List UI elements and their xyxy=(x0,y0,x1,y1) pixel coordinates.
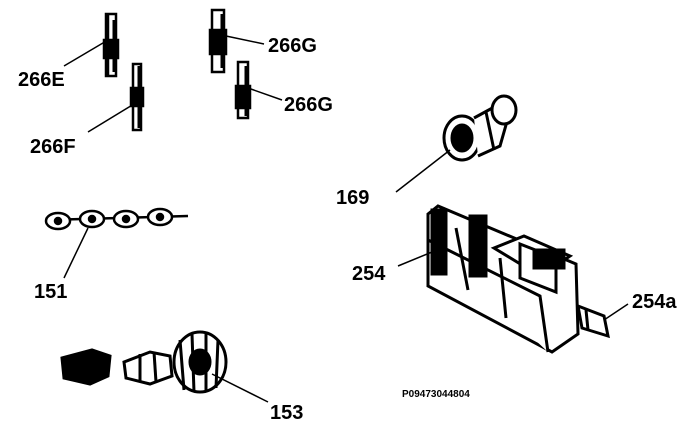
leader-266G-top xyxy=(225,35,265,45)
part-151-chain xyxy=(44,207,189,231)
part-266E xyxy=(102,12,120,78)
callout-151: 151 xyxy=(34,281,68,303)
leader-lines xyxy=(63,35,629,403)
part-266G-mid xyxy=(234,60,252,120)
callout-153: 153 xyxy=(270,402,304,424)
figure-code: P09473044804 xyxy=(402,389,470,400)
callout-254a: 254a xyxy=(632,291,677,313)
leader-266E xyxy=(63,39,109,67)
callout-266G-mid: 266G xyxy=(284,94,333,116)
part-254a-tab xyxy=(576,303,610,339)
part-266G-top xyxy=(208,8,228,74)
leader-254a xyxy=(603,303,629,321)
part-254-block xyxy=(426,204,580,354)
callout-266G-top: 266G xyxy=(268,35,317,57)
part-266F xyxy=(129,62,145,132)
leader-266G-mid xyxy=(247,87,283,101)
leader-254 xyxy=(397,251,433,267)
leader-153 xyxy=(211,373,269,403)
part-169-cap xyxy=(442,94,518,162)
callout-254: 254 xyxy=(352,263,386,285)
leader-151 xyxy=(63,227,89,279)
callout-266F: 266F xyxy=(30,136,76,158)
callout-266E: 266E xyxy=(18,69,65,91)
callout-169: 169 xyxy=(336,187,370,209)
leader-169 xyxy=(395,149,451,193)
part-153-knob xyxy=(60,330,228,394)
leader-266F xyxy=(87,103,135,133)
